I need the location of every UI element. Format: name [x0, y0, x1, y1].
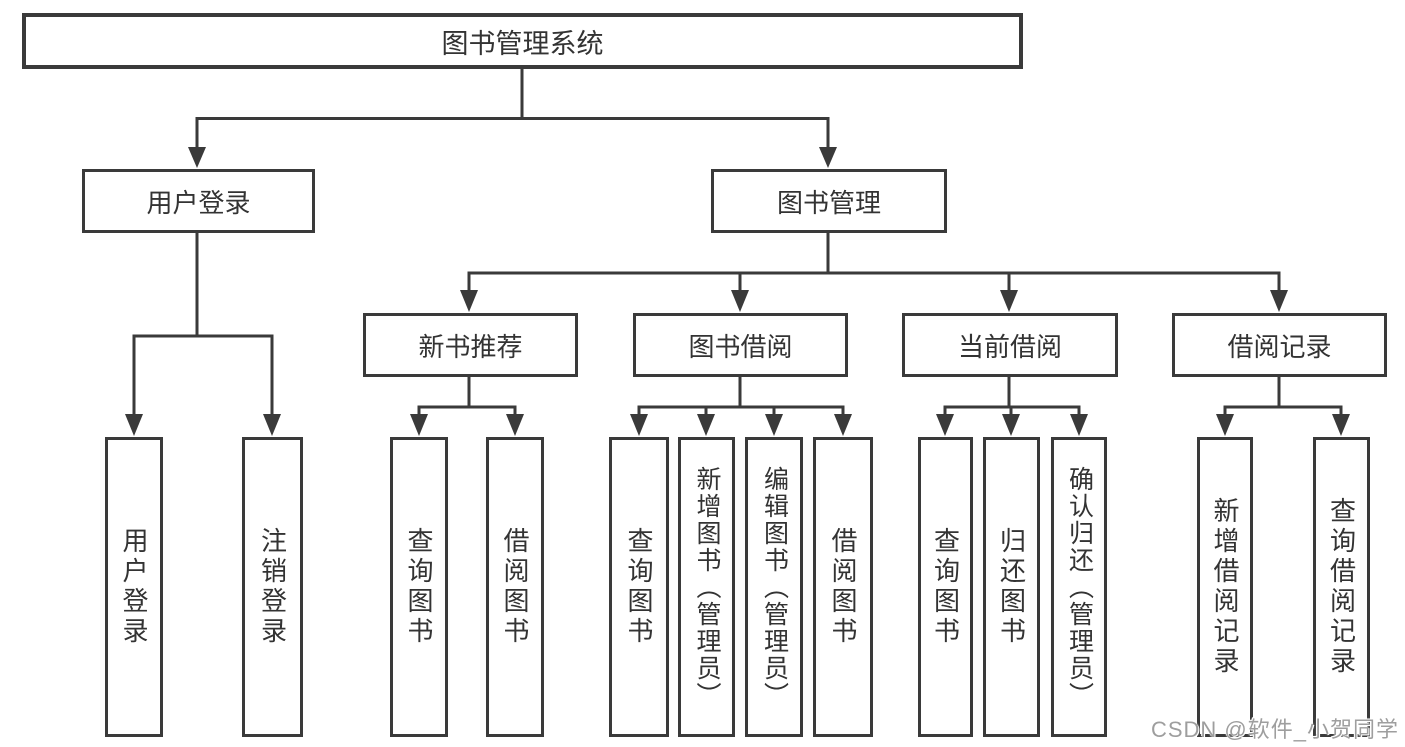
leaf-query-books: 查询图书	[918, 437, 973, 737]
leaf-query-books: 查询图书	[609, 437, 669, 737]
leaf-user-login: 用户登录	[105, 437, 163, 737]
node-borrowing-records: 借阅记录	[1172, 313, 1387, 377]
node-library-management-system: 图书管理系统	[22, 13, 1023, 69]
node-new-book-recommendation: 新书推荐	[363, 313, 578, 377]
leaf-borrow-books: 借阅图书	[813, 437, 873, 737]
leaf-return-book: 归还图书	[983, 437, 1040, 737]
node-label: 确认归还（管理员）	[1065, 465, 1094, 709]
node-label: 新增借阅记录	[1210, 497, 1240, 677]
node-book-borrowing: 图书借阅	[633, 313, 848, 377]
arrowhead	[1216, 414, 1234, 436]
node-label: 图书管理	[776, 187, 881, 218]
leaf-confirm-return-admin: 确认归还（管理员）	[1051, 437, 1107, 737]
node-book-management: 图书管理	[711, 169, 947, 233]
arrowhead	[188, 147, 206, 168]
node-label: 用户登录	[119, 527, 149, 647]
node-label: 用户登录	[146, 187, 251, 218]
csdn-watermark: CSDN @软件_小贺同学	[1150, 717, 1399, 742]
arrowhead	[936, 414, 954, 436]
node-current-borrowing: 当前借阅	[902, 313, 1118, 377]
arrowhead	[460, 290, 478, 312]
node-label: 查询图书	[624, 527, 654, 647]
leaf-query-borrow-record: 查询借阅记录	[1313, 437, 1370, 737]
arrowhead	[1070, 414, 1088, 436]
node-label: 查询图书	[404, 527, 434, 647]
node-label: 编辑图书（管理员）	[760, 465, 789, 709]
node-label: 归还图书	[996, 527, 1027, 647]
leaf-logout: 注销登录	[242, 437, 303, 737]
arrowhead	[630, 414, 648, 436]
node-label: 图书管理系统	[441, 28, 604, 59]
arrowhead	[1002, 414, 1020, 436]
node-user-login: 用户登录	[82, 169, 315, 233]
arrowhead	[1000, 290, 1018, 312]
node-label: 新书推荐	[418, 331, 523, 362]
node-label: 图书借阅	[688, 331, 793, 362]
arrowhead	[410, 414, 428, 436]
arrowhead	[731, 290, 749, 312]
node-label: 借阅记录	[1227, 331, 1332, 362]
leaf-borrow-books: 借阅图书	[486, 437, 544, 737]
node-label: 查询图书	[930, 527, 961, 647]
node-label: 查询借阅记录	[1326, 497, 1357, 677]
node-label: 注销登录	[257, 527, 288, 647]
arrowhead	[125, 414, 143, 436]
leaf-query-books: 查询图书	[390, 437, 448, 737]
arrowhead	[819, 147, 837, 168]
leaf-edit-book-admin: 编辑图书（管理员）	[745, 437, 803, 737]
node-label: 当前借阅	[957, 331, 1062, 362]
arrowhead	[263, 414, 281, 436]
arrowhead	[697, 414, 715, 436]
leaf-add-book-admin: 新增图书（管理员）	[678, 437, 735, 737]
arrowhead	[765, 414, 783, 436]
leaf-add-borrow-record: 新增借阅记录	[1197, 437, 1253, 737]
arrowhead	[1270, 290, 1288, 312]
node-label: 新增图书（管理员）	[693, 465, 721, 709]
node-label: 借阅图书	[828, 527, 858, 647]
arrowhead	[506, 414, 524, 436]
arrowhead	[1332, 414, 1350, 436]
arrowhead	[834, 414, 852, 436]
node-label: 借阅图书	[500, 527, 530, 647]
